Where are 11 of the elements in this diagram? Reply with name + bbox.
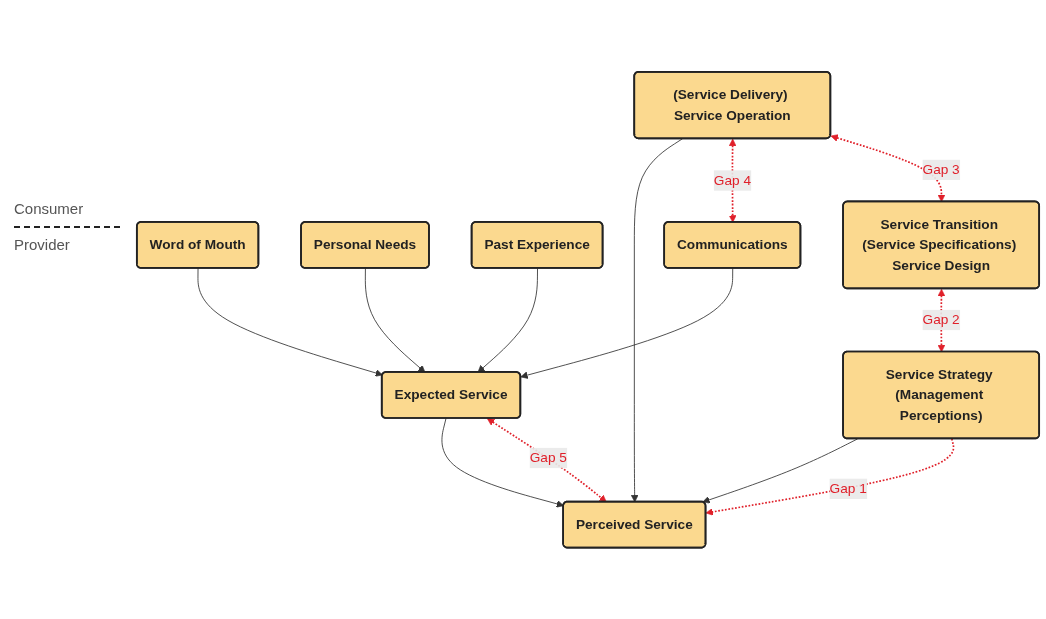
arrow xyxy=(705,437,955,516)
edge-label: Gap 5 xyxy=(529,450,567,465)
edge-label: Gap 4 xyxy=(713,172,751,188)
edge-label: Gap 2 xyxy=(922,312,960,327)
edge-label: Gap 3 xyxy=(922,161,960,177)
arrow xyxy=(487,418,607,503)
edge-label: Gap 1 xyxy=(829,480,867,496)
arrow xyxy=(830,134,946,202)
side-label: Provider xyxy=(14,236,70,253)
arrow xyxy=(728,138,737,223)
side-label: Consumer xyxy=(14,200,84,217)
